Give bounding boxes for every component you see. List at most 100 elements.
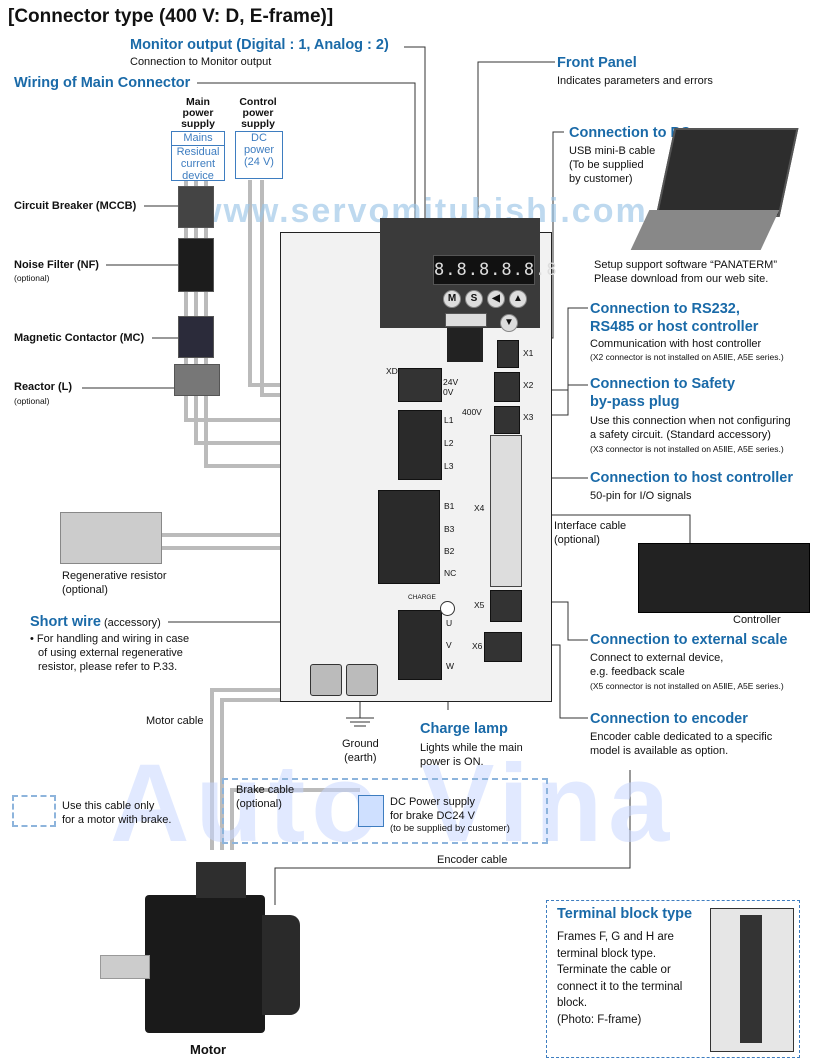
label-charge: CHARGE (408, 594, 436, 601)
motor-connector-block (196, 862, 246, 898)
terminal-desc: Frames F, G and H are terminal block typ… (557, 931, 683, 1026)
set-button[interactable]: S (465, 290, 483, 308)
laptop-base (630, 210, 780, 250)
label-b3: B3 (444, 524, 455, 534)
watermark-logo: Auto Vina (110, 742, 676, 865)
dc-power-supply-label: DC Power supply for brake DC24 V (to be … (390, 796, 510, 834)
control-power-title: Control power supply (239, 96, 277, 130)
ground-label: Ground (earth) (342, 738, 379, 764)
label-nc: NC (444, 568, 457, 578)
ext-scale-note: (X5 connector is not installed on A5ⅡE, … (590, 681, 784, 691)
label-x3: X3 (523, 412, 534, 422)
label-400v: 400V (462, 407, 482, 417)
charge-lamp-indicator (440, 601, 455, 616)
label-l2: L2 (444, 438, 454, 448)
xd-connector (398, 368, 442, 402)
host-title: Connection to host controller (590, 470, 793, 486)
x3-port (494, 406, 520, 434)
label-u: U (446, 618, 453, 628)
x6-port (484, 632, 522, 662)
controller-label: Controller (733, 614, 781, 626)
charge-lamp-title: Charge lamp (420, 721, 508, 737)
magnetic-contactor-label: Magnetic Contactor (MC) (14, 332, 145, 344)
brake-cable-label: Brake cable (optional) (236, 784, 295, 810)
circuit-breaker-image (178, 186, 214, 228)
terminal-strip (740, 915, 762, 1043)
setup-software: Setup support software “PANATERM” Please… (594, 259, 777, 285)
pc-desc: USB mini-B cable (To be supplied by cust… (569, 145, 656, 185)
left-button[interactable]: ◀ (487, 290, 505, 308)
dc-power-supply-icon (358, 795, 384, 827)
x1-port (497, 340, 519, 368)
host-desc: 50-pin for I/O signals (590, 490, 692, 502)
reactor-image (174, 364, 220, 396)
rs232-note: (X2 connector is not installed on A5ⅡE, … (590, 352, 784, 362)
x5-port (490, 590, 522, 622)
motor-body (145, 895, 265, 1033)
front-panel-title: Front Panel (557, 55, 637, 71)
motor-shaft (100, 955, 150, 979)
label-xd: XD (386, 366, 398, 376)
label-b2: B2 (444, 546, 455, 556)
interface-cable-label: Interface cable (optional) (554, 520, 627, 546)
brake-only-note: Use this cable only for a motor with bra… (62, 800, 172, 826)
charge-lamp-desc: Lights while the main power is ON. (420, 742, 523, 768)
mains-box: Mains (171, 131, 225, 146)
rs232-desc: Communication with host controller (590, 338, 762, 350)
monitor-connector (445, 313, 487, 327)
noise-filter-label: Noise Filter (NF) (14, 259, 99, 271)
monitor-output-desc: Connection to Monitor output (130, 56, 272, 68)
terminal-title: Terminal block type (557, 906, 693, 922)
circuit-breaker-label: Circuit Breaker (MCCB) (14, 200, 137, 212)
motor-encoder-end (262, 915, 300, 1015)
motor-label: Motor (190, 1042, 227, 1057)
short-wire-desc: • For handling and wiring in case of usi… (30, 633, 190, 673)
terminal-block-box (546, 900, 800, 1058)
label-w: W (446, 661, 455, 671)
label-x2: X2 (523, 380, 534, 390)
encoder-desc: Encoder cable dedicated to a specific mo… (590, 731, 773, 757)
safety-note: (X3 connector is not installed on A5ⅡE, … (590, 444, 784, 454)
regen-connector (378, 490, 440, 584)
magnetic-contactor-image (178, 316, 214, 358)
page-title: [Connector type (400 V: D, E-frame)] (8, 6, 334, 27)
label-l1: L1 (444, 415, 454, 425)
x4-port (490, 435, 522, 587)
label-l3: L3 (444, 461, 454, 471)
noise-filter-sub: (optional) (14, 273, 50, 283)
motor-cable-label: Motor cable (146, 715, 204, 727)
pc-title: Connection to PC (569, 125, 691, 141)
mode-button[interactable]: M (443, 290, 461, 308)
label-x5: X5 (474, 600, 485, 610)
label-x1: X1 (523, 348, 534, 358)
ext-scale-desc: Connect to external device, e.g. feedbac… (590, 652, 724, 678)
residual-current-box: Residual current device (171, 145, 225, 182)
down-button[interactable]: ▼ (500, 314, 518, 332)
safety-desc: Use this connection when not configuring… (590, 415, 791, 441)
label-x4: X4 (474, 503, 485, 513)
power-input-connector (398, 410, 442, 480)
front-panel-desc: Indicates parameters and errors (557, 75, 713, 87)
ext-scale-title: Connection to external scale (590, 632, 788, 648)
reactor-sub: (optional) (14, 396, 50, 406)
ground-terminal-2 (346, 664, 378, 696)
up-button[interactable]: ▲ (509, 290, 527, 308)
rs232-title: Connection to RS232, RS485 or host contr… (590, 301, 759, 335)
noise-filter-image (178, 238, 214, 292)
label-x6: X6 (472, 641, 483, 651)
drive-cover (447, 328, 483, 362)
regenerative-resistor-image (60, 512, 162, 564)
motor-connector (398, 610, 442, 680)
reactor-label: Reactor (L) (14, 381, 73, 393)
brake-legend-box (12, 795, 56, 827)
laptop-screen (655, 128, 799, 217)
short-wire-title: Short wire (accessory) (30, 614, 161, 630)
controller-image (638, 543, 810, 613)
label-b1: B1 (444, 501, 455, 511)
main-power-title: Main power supply (181, 96, 215, 130)
seven-segment-display: 8.8.8.8.8.8 (433, 255, 557, 285)
monitor-output-title: Monitor output (Digital : 1, Analog : 2) (130, 37, 389, 53)
label-24v: 24V (443, 377, 459, 387)
safety-title: Connection to Safety by-pass plug (590, 376, 736, 410)
encoder-cable-label: Encoder cable (437, 854, 508, 866)
